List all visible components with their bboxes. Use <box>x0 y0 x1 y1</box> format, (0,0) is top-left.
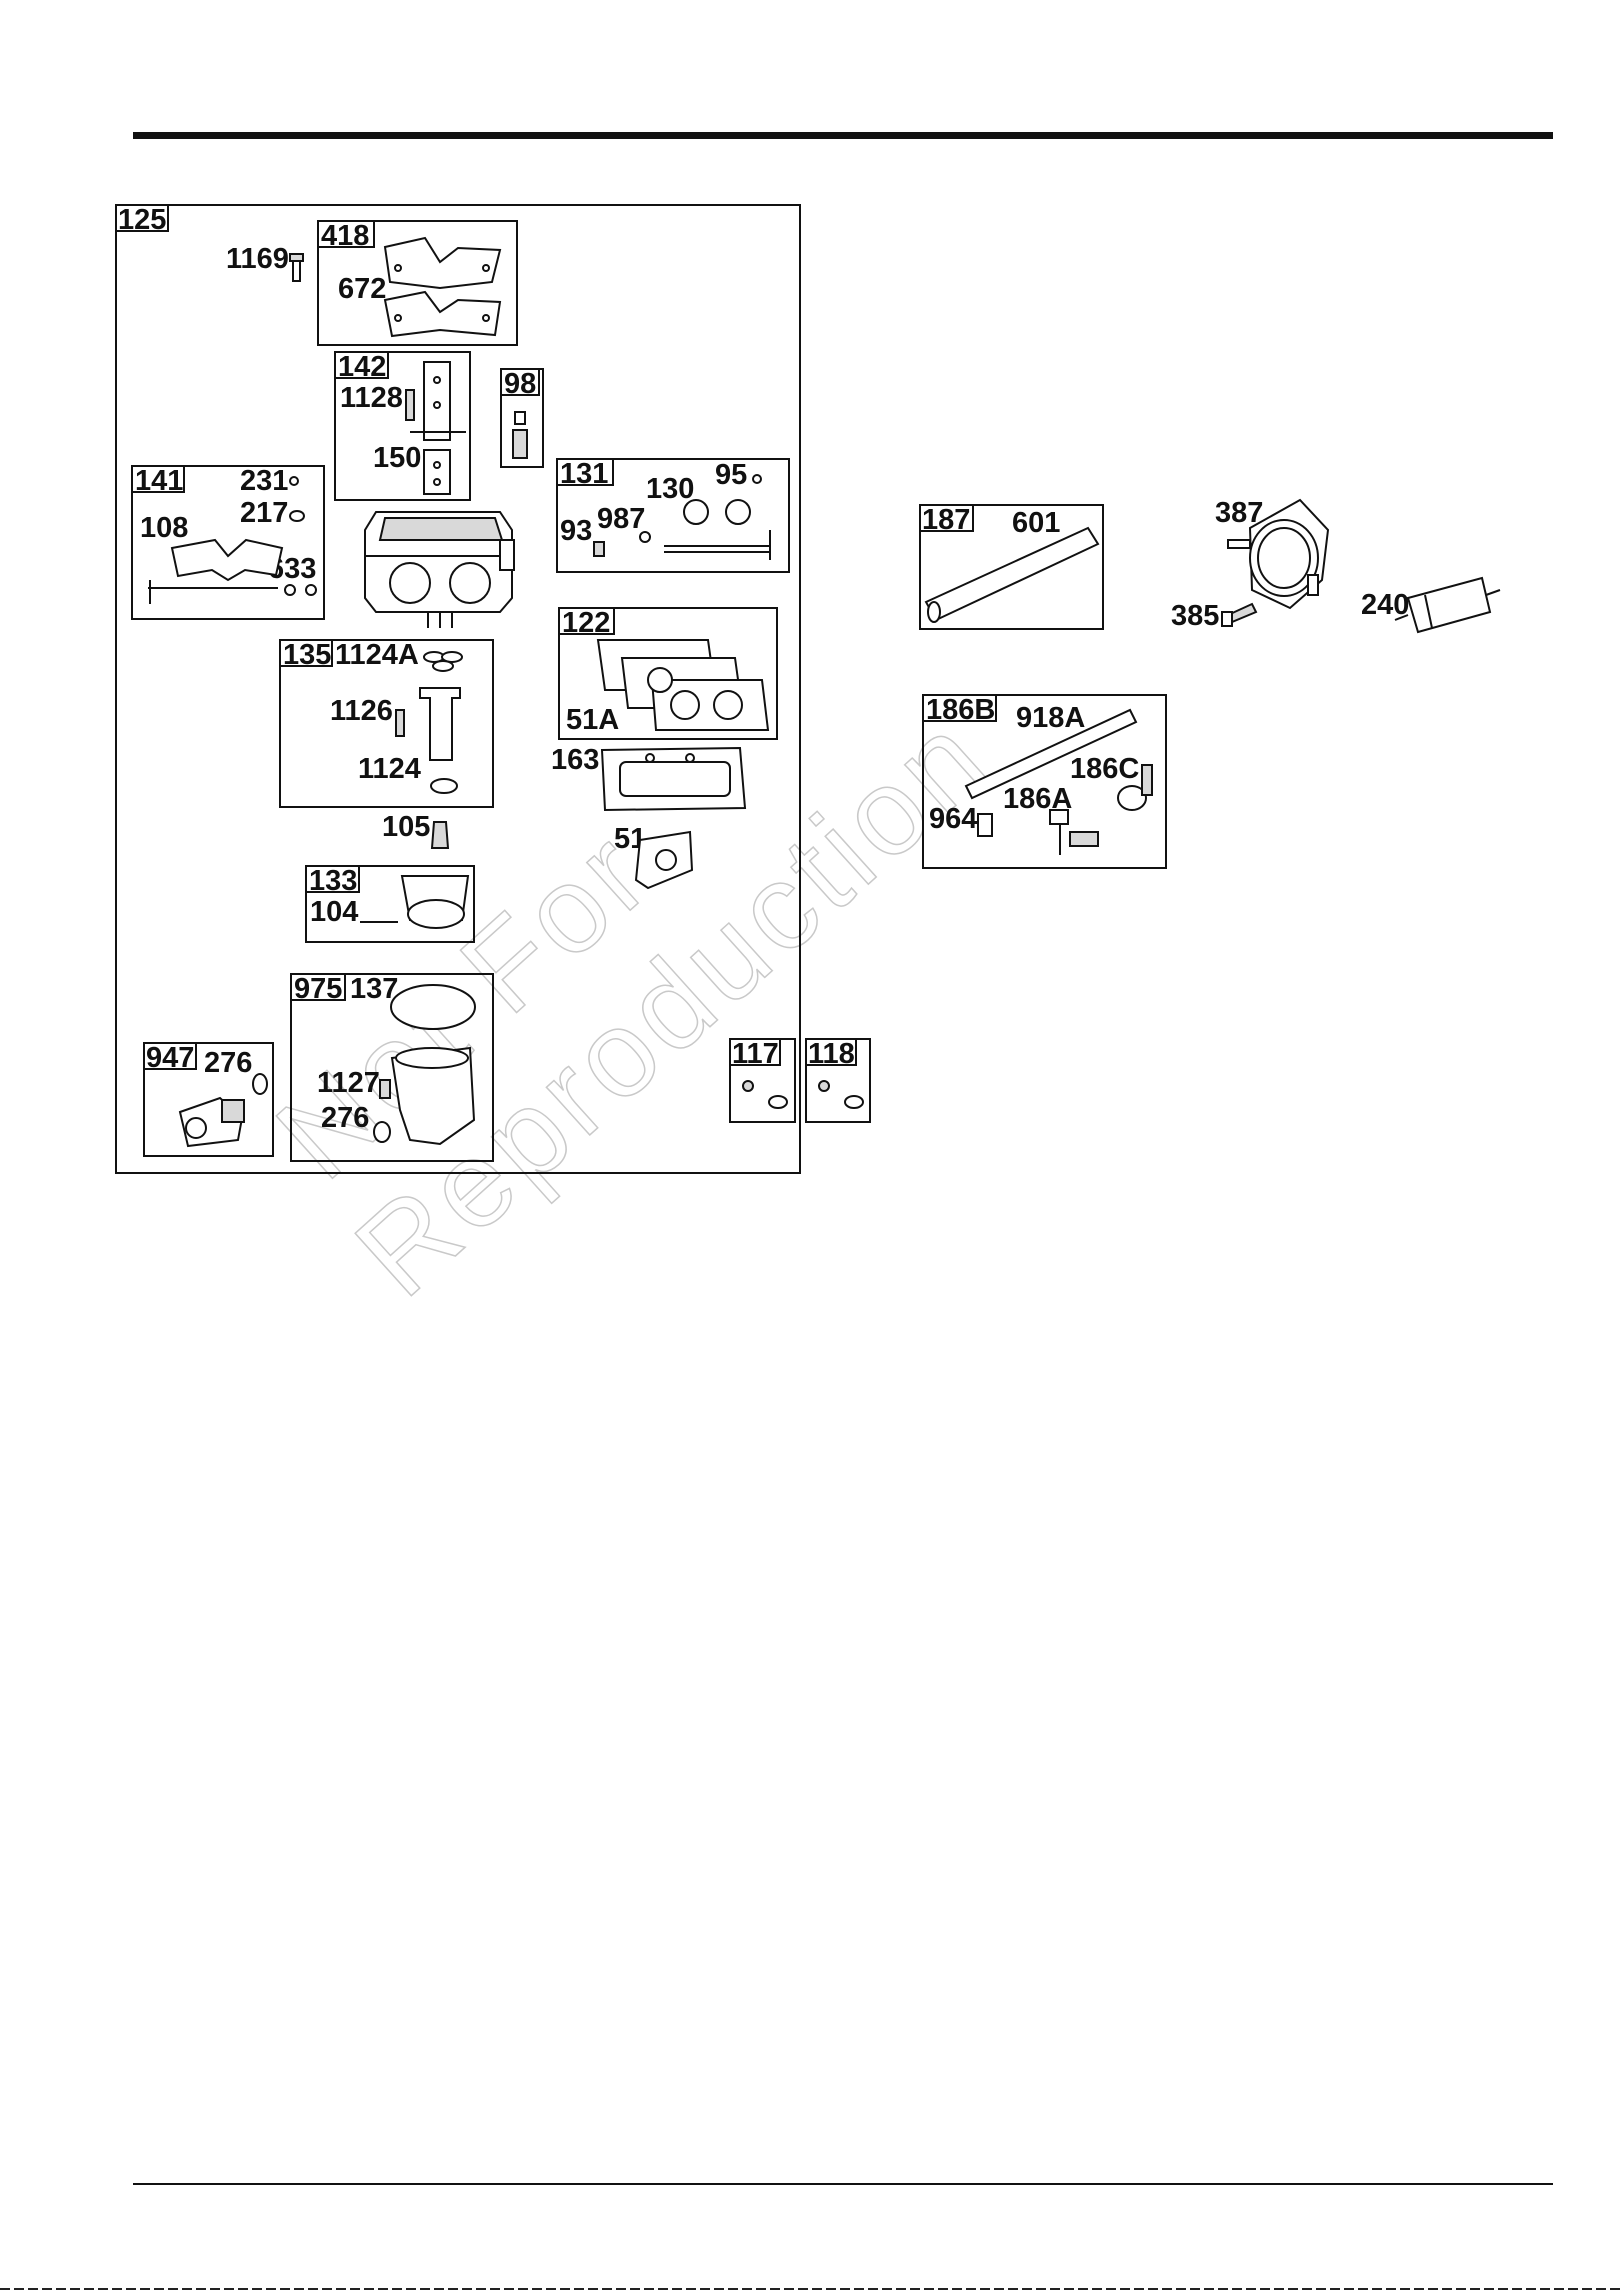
fitting-186a-drawing <box>1050 810 1098 855</box>
box-label-125: 125 <box>118 204 166 236</box>
box-label-947: 947 <box>146 1042 194 1074</box>
part-label-672: 672 <box>338 273 386 305</box>
part-label-1124a: 1124A <box>335 639 419 671</box>
box-label-141: 141 <box>135 465 183 497</box>
part-label-601: 601 <box>1012 507 1060 539</box>
box-label-418: 418 <box>321 220 369 252</box>
part-label-150: 150 <box>373 442 421 474</box>
part-label-105: 105 <box>382 811 430 843</box>
part-label-93: 93 <box>560 515 592 547</box>
part-label-51a: 51A <box>566 704 619 736</box>
part-label-276a: 276 <box>321 1102 369 1134</box>
box-label-98: 98 <box>504 368 536 400</box>
carburetor-body-drawing <box>365 512 514 628</box>
needle-105-drawing <box>432 822 448 848</box>
gasket-kit-box-418: 418 672 <box>318 220 517 345</box>
part-label-95: 95 <box>715 459 747 491</box>
box-label-186b: 186B <box>926 694 995 726</box>
part-label-231: 231 <box>240 465 288 497</box>
header-rule <box>133 132 1553 139</box>
part-label-1126: 1126 <box>330 695 393 727</box>
part-label-964: 964 <box>929 803 977 835</box>
box-label-131: 131 <box>560 458 608 490</box>
part-label-987: 987 <box>597 503 645 535</box>
fuel-line-601-drawing <box>926 528 1098 620</box>
part-label-130: 130 <box>646 473 694 505</box>
gasket-672-drawing <box>385 238 500 288</box>
box-label-975: 975 <box>294 973 342 1005</box>
part-label-1127: 1127 <box>317 1067 380 1099</box>
part-label-276b: 276 <box>204 1047 252 1079</box>
solenoid-box-947: 947 276 <box>144 1042 273 1156</box>
box-label-133: 133 <box>309 865 357 897</box>
part-label-104: 104 <box>310 896 358 928</box>
choke-plate-108-drawing <box>172 540 282 580</box>
watermark: Not For Reproduction <box>237 583 1014 1322</box>
jet-box-118: 118 <box>806 1038 870 1122</box>
part-label-1169: 1169 <box>226 243 289 275</box>
box-label-135: 135 <box>283 639 331 671</box>
screw-385-drawing <box>1222 604 1256 626</box>
box-label-118: 118 <box>808 1038 855 1070</box>
part-label-385: 385 <box>1171 600 1219 632</box>
part-label-1124: 1124 <box>358 753 421 785</box>
gasket-box-122: 122 51A <box>559 607 777 739</box>
float-bowl-kit-box-135: 135 1124A 1126 1124 <box>280 639 493 807</box>
part-label-137: 137 <box>350 973 398 1005</box>
fuel-filter-240-drawing <box>1395 578 1500 632</box>
part-label-217: 217 <box>240 497 288 529</box>
part-label-186c: 186C <box>1070 753 1139 785</box>
part-label-163: 163 <box>551 744 599 776</box>
screw-1169-drawing <box>290 254 303 281</box>
fuel-line-box-187: 187 601 <box>920 504 1103 629</box>
choke-kit-box-141: 141 231 217 108 633 <box>132 465 324 619</box>
footer-rule <box>133 2183 1553 2185</box>
box-label-122: 122 <box>562 607 610 639</box>
part-label-1128: 1128 <box>340 382 403 414</box>
part-label-108: 108 <box>140 512 188 544</box>
box-label-142: 142 <box>338 351 386 383</box>
float-kit-box-142: 142 1128 150 <box>335 351 470 500</box>
screw-kit-box-98: 98 <box>501 368 543 467</box>
jet-box-117: 117 <box>730 1038 795 1122</box>
box-label-187: 187 <box>922 504 970 536</box>
box-label-117: 117 <box>732 1038 779 1070</box>
screw-1128-drawing <box>406 390 414 420</box>
o-ring-137-drawing <box>391 985 475 1029</box>
part-label-918a: 918A <box>1016 702 1085 734</box>
throttle-kit-box-131: 131 130 95 93 987 <box>557 458 789 572</box>
